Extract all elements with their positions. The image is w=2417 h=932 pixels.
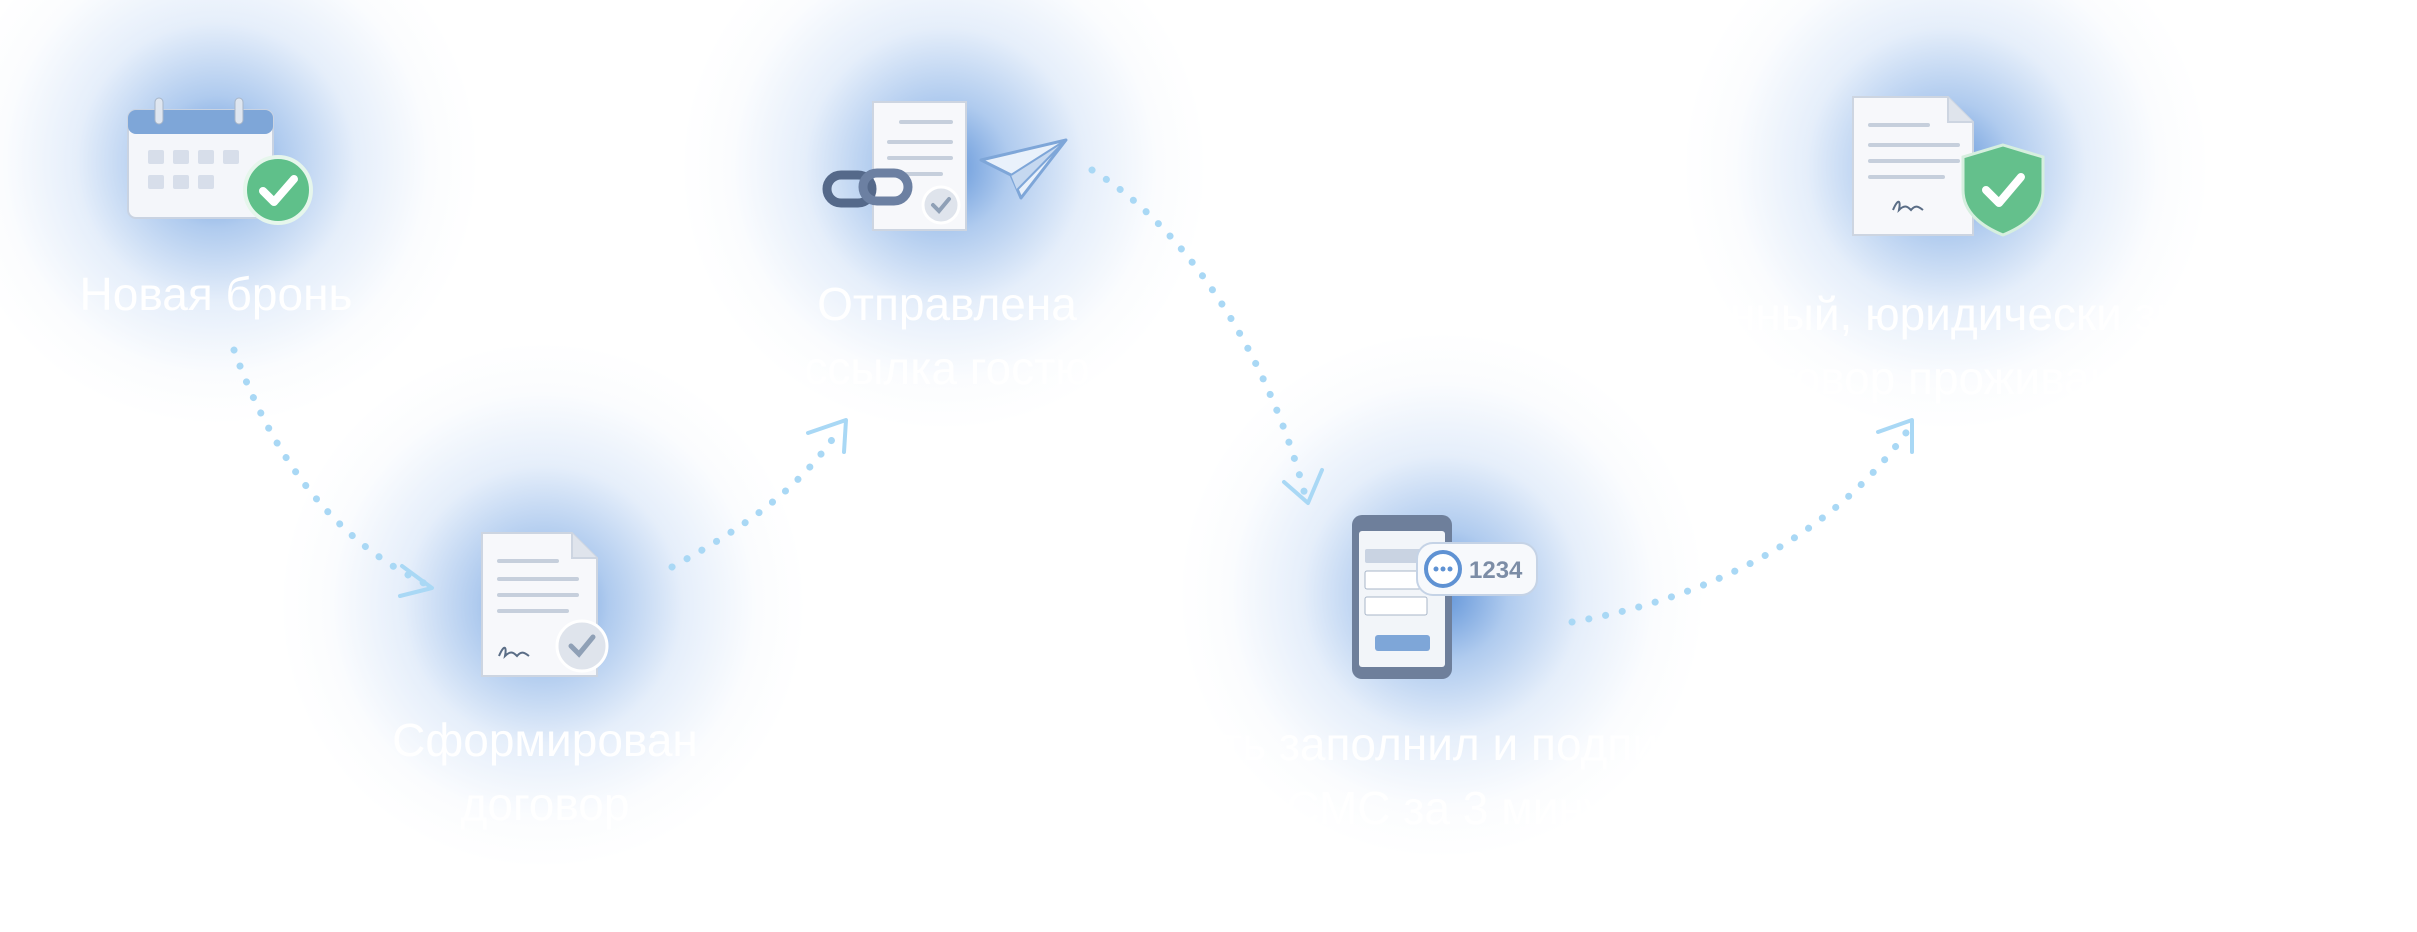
label-line: Сформирован bbox=[392, 714, 698, 766]
arrowhead-3 bbox=[1282, 468, 1324, 505]
step-label-guest-signed: Гость заполнил и подписал по СМС за 3 ми… bbox=[1151, 712, 1734, 840]
label-line: договор bbox=[460, 778, 630, 830]
calendar-check-icon bbox=[127, 97, 313, 225]
arrowhead-2 bbox=[806, 418, 848, 454]
document-shield-icon bbox=[1852, 96, 2045, 237]
dotted-arrow-1 bbox=[230, 346, 432, 589]
dotted-arrow-3 bbox=[1088, 166, 1309, 499]
label-line: по СМС за 3 минуты bbox=[1223, 782, 1661, 834]
step-label-new-booking: Новая бронь bbox=[80, 262, 353, 326]
step-label-contract-generated: Сформирован договор bbox=[392, 708, 698, 836]
signed-document-icon bbox=[481, 532, 609, 677]
label-line: договор проживания bbox=[1726, 352, 2166, 404]
arrowhead-1 bbox=[398, 564, 434, 598]
sms-code: 1234 bbox=[1469, 557, 1523, 584]
phone-sms-code-icon: 1234 bbox=[1352, 515, 1538, 679]
arrowhead-4 bbox=[1876, 418, 1914, 454]
label-line: Новая бронь bbox=[79, 268, 353, 320]
label-line: ссылка гостю bbox=[804, 342, 1090, 394]
step-label-link-sent: Отправлена ссылка гостю bbox=[804, 272, 1089, 400]
label-line: Гость заполнил и подписал bbox=[1150, 718, 1734, 770]
label-line: Отправлена bbox=[817, 278, 1077, 330]
dotted-arrow-2 bbox=[668, 424, 844, 571]
step-label-signed-contract: Подписанный, юридически значимый договор… bbox=[1546, 282, 2345, 410]
label-line: Подписанный, юридически значимый bbox=[1546, 288, 2346, 340]
dotted-arrow-4 bbox=[1568, 426, 1912, 626]
link-send-document-icon bbox=[822, 101, 1068, 231]
